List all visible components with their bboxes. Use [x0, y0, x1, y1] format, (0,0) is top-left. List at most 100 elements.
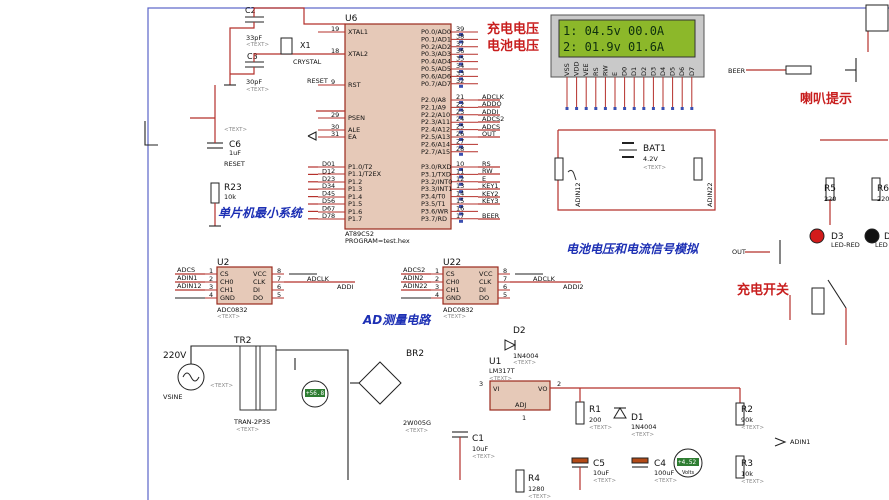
heading-battery-signal-sim: 电池电压和电流信号模拟: [566, 242, 700, 256]
mcu-pin-marker: [459, 70, 463, 73]
u22-right-pin-num: 8: [503, 267, 507, 275]
u2-left-pin-name: GND: [220, 294, 235, 302]
mcu-left-pin-num: 31: [331, 130, 339, 138]
u2-right-pin-name: CLK: [253, 278, 266, 286]
lcd-pin-label: VSS: [563, 63, 571, 76]
lcd-pin-label: VEE: [582, 63, 590, 76]
lcd-pin-label: D2: [640, 67, 648, 76]
mcu-pin-marker: [459, 212, 463, 216]
lcd-pin-label: D4: [659, 67, 667, 76]
mcu-pin-marker: [459, 55, 463, 59]
heading-ad-measure: AD测量电路: [362, 313, 432, 327]
heading-speaker-hint: 喇叭提示: [800, 91, 852, 107]
u22-ref: U22: [443, 258, 461, 268]
u22-right-pin-name: DI: [479, 286, 486, 294]
mcu-left-pin-num: 3: [331, 175, 335, 183]
mcu-pin-marker: [459, 62, 463, 66]
mcu-right-pin-name: P3.6/WR: [421, 207, 449, 215]
mcu-right-pin-num: 28: [456, 145, 464, 153]
adin1-net: ADIN1: [790, 438, 810, 446]
lcd-pin-label: D6: [678, 67, 686, 76]
d1-tag: <TEXT>: [631, 432, 654, 438]
u2-left-pin-num: 3: [209, 283, 213, 291]
mcu-right-pin-num: 16: [456, 204, 464, 212]
u22-right-pin-num: 7: [503, 275, 507, 283]
mcu-left-net: D5: [322, 197, 331, 205]
mcu-left-pin-name: P1.5: [348, 200, 362, 208]
vsine-name: VSINE: [163, 393, 182, 401]
x1-ref: X1: [300, 41, 311, 50]
u2-right-pin-num: 8: [277, 267, 281, 275]
u22-right-pin-name: CLK: [479, 278, 492, 286]
mcu-right-net: RW: [482, 167, 493, 175]
mcu-left-pin-num: 2: [331, 167, 335, 175]
vsine-value: 220V: [163, 351, 187, 361]
mcu-left-pin-num: 5: [331, 190, 335, 198]
r2-ref: R2: [741, 405, 753, 415]
mcu-right-pin-name: P2.5/A13: [421, 133, 450, 141]
speaker-circuit: BEER: [728, 4, 889, 82]
mcu-left-pin-num: 30: [331, 123, 339, 131]
mcu-right-pin-name: P3.7/RD: [421, 215, 447, 223]
bat1-value: 4.2V: [643, 155, 658, 163]
u22-right-pin-name: VCC: [479, 270, 493, 278]
c3-tag: <TEXT>: [246, 87, 269, 93]
u22-right-pin-num: 6: [503, 283, 507, 291]
d4-ref: D4: [884, 232, 889, 242]
adin22-net: ADIN22: [706, 182, 714, 207]
u1-vi: VI: [493, 385, 499, 393]
lcd-pin-marker: [565, 107, 569, 110]
u2-left-pin-num: 4: [209, 291, 213, 299]
mcu-left-pin-name: ALE: [348, 126, 360, 134]
mcu-pin-marker: [459, 108, 463, 112]
d1-value: 1N4004: [631, 423, 657, 431]
mcu-left-pin-num: 19: [331, 25, 339, 33]
mcu-part: AT89C52: [345, 230, 374, 238]
lcd-pin-label: VDD: [573, 62, 581, 76]
heading-battery-voltage: 电池电压: [487, 38, 539, 54]
u22-left-net: ADIN22: [403, 282, 428, 290]
mcu-right-pin-num: 33: [456, 69, 464, 77]
u2-left-pin-name: CS: [220, 270, 229, 278]
mcu-right-pin-num: 11: [456, 167, 464, 175]
u2-left-net: ADIN12: [177, 282, 202, 290]
u2-ref: U2: [217, 258, 229, 268]
mcu-pin-marker: [459, 33, 463, 36]
mcu-right-pin-num: 37: [456, 40, 464, 48]
mcu-right-pin-num: 22: [456, 100, 464, 108]
mcu-right-pin-num: 26: [456, 130, 464, 138]
mcu-right-pin-name: P2.3/A11: [421, 118, 450, 126]
tr2-tag: <TEXT>: [236, 427, 259, 433]
r5-ref: R5: [824, 184, 836, 194]
u2-left-pin-num: 2: [209, 275, 213, 283]
lcd-pin-label: D3: [649, 67, 657, 76]
d3-ref: D3: [831, 232, 844, 242]
sheet-frame: [147, 7, 889, 500]
br2-ref: BR2: [406, 349, 424, 359]
c1-tag: <TEXT>: [472, 454, 495, 460]
battery-sim: BAT1 4.2V <TEXT> ADIN12 ADIN22: [554, 129, 716, 211]
r23-ref: R23: [224, 183, 242, 193]
lcd-pin-marker: [632, 107, 636, 110]
mcu-right-pin-num: 35: [456, 55, 464, 63]
u2-right-pin-name: DO: [253, 294, 263, 302]
r3-value: 10k: [741, 470, 753, 478]
mcu-right-pin-num: 14: [456, 190, 464, 198]
d2-value: 1N4004: [513, 352, 539, 360]
mcu-right-pin-num: 27: [456, 137, 464, 145]
mcu-pin-marker: [459, 84, 463, 88]
mcu-right-pin-name: P3.0/RXD: [421, 163, 451, 171]
u1-ref: U1: [489, 357, 501, 367]
ac-meter-readout: +56.8: [306, 390, 324, 397]
mcu-pin-marker: [459, 101, 463, 104]
u22-left-pin-name: CH0: [446, 278, 460, 286]
mcu-right-pin-name: P0.1/AD1: [421, 35, 451, 43]
lcd-pin-label: D7: [688, 67, 696, 76]
mcu-pin-marker: [459, 40, 463, 44]
mcu-left-pin-num: 7: [331, 205, 335, 213]
u22-clk-net: ADCLK: [533, 275, 556, 283]
r5-value: 220: [824, 195, 836, 203]
